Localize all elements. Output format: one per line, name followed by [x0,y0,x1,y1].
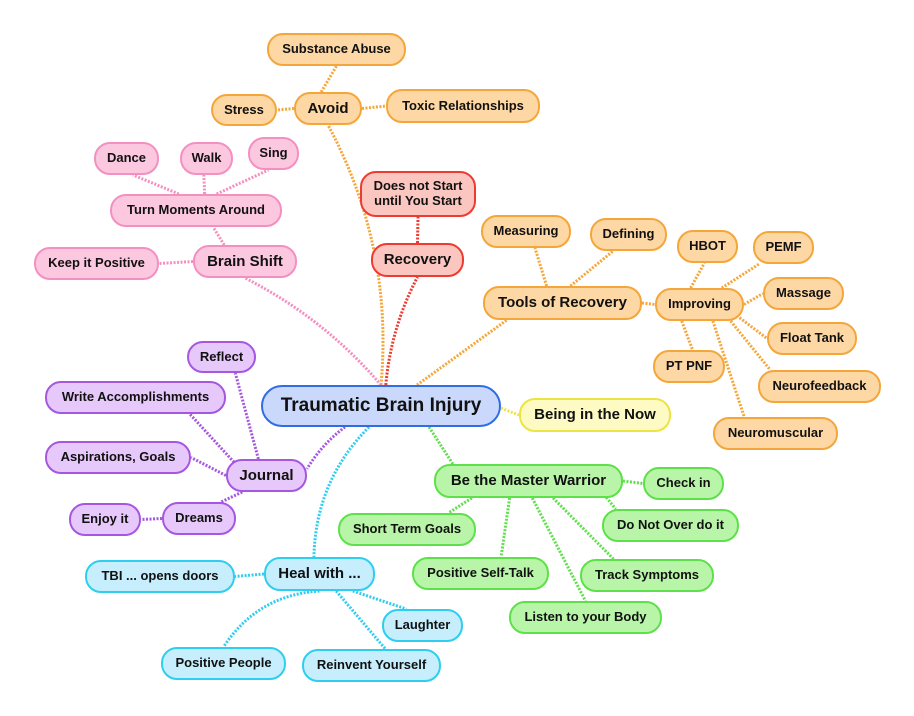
node-positive-people[interactable]: Positive People [161,647,286,680]
connector-improving-neurofeedback [729,320,772,371]
connector-root-brainshift [244,276,383,386]
node-turn-moments-around[interactable]: Turn Moments Around [110,194,282,227]
connector-warrior-listen [530,497,587,602]
node-aspirations-goals[interactable]: Aspirations, Goals [45,441,191,474]
connector-journal-reflect [233,372,260,460]
branch-node-tools-of-recovery[interactable]: Tools of Recovery [483,286,642,320]
node-toxic-relationships[interactable]: Toxic Relationships [386,89,540,123]
connector-warrior-selftalk [499,497,512,558]
node-positive-self-talk[interactable]: Positive Self-Talk [412,557,549,590]
branch-node-avoid[interactable]: Avoid [294,92,362,125]
node-massage[interactable]: Massage [763,277,844,310]
connector-warrior-shortterm [447,496,473,515]
node-walk[interactable]: Walk [180,142,233,175]
connector-root-heal [312,425,371,558]
connector-heal-laughter [352,589,407,611]
node-dreams[interactable]: Dreams [162,502,236,535]
connector-journal-dreams [220,490,243,504]
connector-improving-neuromuscular [711,320,746,418]
connector-heal-people [222,589,320,648]
connector-improving-float [738,316,768,340]
connector-improving-pemf [720,262,760,290]
connector-improving-hbot [689,262,706,289]
connector-tools-improving [641,301,656,306]
connector-heal-reinvent [335,590,387,650]
node-does-not-start[interactable]: Does not Start until You Start [360,171,476,217]
connector-brainshift-turn [211,226,226,246]
connector-root-tools [416,318,508,387]
node-improving[interactable]: Improving [655,288,744,321]
connector-journal-write [188,412,236,464]
node-check-in[interactable]: Check in [643,467,724,500]
connector-tools-measuring [533,247,549,287]
connector-root-beingnow [500,406,520,417]
node-tbi-opens-doors[interactable]: TBI ... opens doors [85,560,235,593]
node-sing[interactable]: Sing [248,137,299,170]
branch-node-journal[interactable]: Journal [226,459,307,492]
connector-tools-defining [569,249,615,288]
connector-avoid-substance [319,65,338,93]
node-defining[interactable]: Defining [590,218,667,251]
node-substance-abuse[interactable]: Substance Abuse [267,33,406,66]
connector-avoid-stress [276,107,295,112]
node-do-not-over-do-it[interactable]: Do Not Over do it [602,509,739,542]
connector-root-recovery [384,276,419,386]
connector-improving-ptpnf [680,320,695,351]
root-node[interactable]: Traumatic Brain Injury [261,385,501,427]
node-track-symptoms[interactable]: Track Symptoms [580,559,714,592]
connector-recovery-doesnot [416,216,420,244]
connector-avoid-toxic [361,104,387,110]
node-measuring[interactable]: Measuring [481,215,571,248]
connector-journal-aspirations [190,456,227,477]
connector-dreams-enjoy [140,517,163,521]
node-enjoy-it[interactable]: Enjoy it [69,503,141,536]
node-float-tank[interactable]: Float Tank [767,322,857,355]
node-reinvent-yourself[interactable]: Reinvent Yourself [302,649,441,682]
branch-node-heal-with[interactable]: Heal with ... [264,557,375,591]
connector-heal-tbi [234,572,265,578]
branch-node-be-the-master-warrior[interactable]: Be the Master Warrior [434,464,623,498]
connector-turn-sing [216,168,270,196]
node-short-term-goals[interactable]: Short Term Goals [338,513,476,546]
node-write-accomplishments[interactable]: Write Accomplishments [45,381,226,414]
node-neurofeedback[interactable]: Neurofeedback [758,370,881,403]
connector-improving-massage [743,292,764,306]
connector-root-journal [305,425,346,470]
connector-turn-walk [202,174,207,195]
branch-node-recovery[interactable]: Recovery [371,243,464,277]
node-dance[interactable]: Dance [94,142,159,175]
connector-brainshift-keep [158,260,194,265]
node-reflect[interactable]: Reflect [187,341,256,373]
node-pt-pnf[interactable]: PT PNF [653,350,725,383]
node-listen-to-your-body[interactable]: Listen to your Body [509,601,662,634]
node-laughter[interactable]: Laughter [382,609,463,642]
connector-turn-dance [132,173,180,196]
node-keep-it-positive[interactable]: Keep it Positive [34,247,159,280]
connector-warrior-checkin [622,479,644,485]
node-hbot[interactable]: HBOT [677,230,738,263]
node-stress[interactable]: Stress [211,94,277,126]
node-neuromuscular[interactable]: Neuromuscular [713,417,838,450]
connector-root-warrior [427,426,455,465]
branch-node-being-in-the-now[interactable]: Being in the Now [519,398,671,432]
branch-node-brain-shift[interactable]: Brain Shift [193,245,297,278]
node-pemf[interactable]: PEMF [753,231,814,264]
connector-warrior-track [552,496,615,561]
